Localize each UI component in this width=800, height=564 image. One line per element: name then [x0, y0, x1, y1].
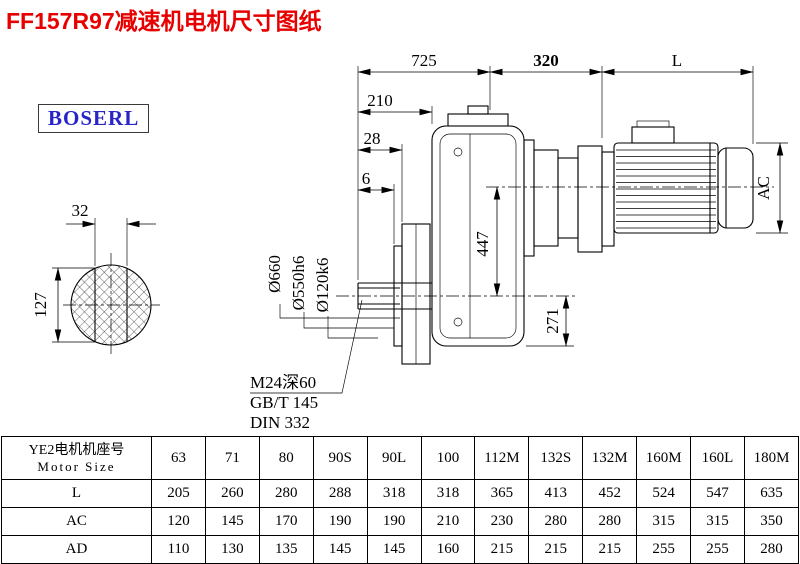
table-cell: 145	[366, 535, 422, 564]
size-header-cell: 132M	[582, 436, 638, 480]
dimension-annotations: 725 320 L 210 28 6 447 271 AC 32 127 Ø66…	[31, 51, 788, 347]
table-cell: 130	[204, 535, 260, 564]
table-cell: 120	[151, 507, 206, 536]
table-cell: 350	[743, 507, 800, 536]
table-cell: 280	[743, 535, 800, 564]
dim-6-label: 6	[362, 169, 371, 188]
row-label: AC	[1, 507, 152, 536]
dim-210-label: 210	[367, 91, 393, 110]
table-cell: 255	[690, 535, 745, 564]
table-cell: 160	[420, 535, 476, 564]
dim-320-label: 320	[533, 51, 559, 70]
dimension-drawing: 725 320 L 210 28 6 447 271 AC 32 127 Ø66…	[31, 51, 788, 432]
table-cell: 230	[474, 507, 530, 536]
table-cell: 315	[690, 507, 745, 536]
extension-lines	[52, 66, 788, 347]
terminal-box-lid	[636, 120, 670, 128]
diameter-leaders	[279, 304, 400, 339]
dim-flange-od-label: Ø660	[265, 255, 284, 293]
table-cell: 547	[690, 479, 745, 508]
table-cell: 110	[151, 535, 206, 564]
oil-plug-top	[453, 147, 463, 157]
table-cell: 145	[204, 507, 260, 536]
motor-size-header: YE2电机机座号 Motor Size	[1, 436, 152, 480]
size-header-cell: 80	[258, 436, 314, 480]
fan-cover	[717, 147, 754, 229]
table-cell: 288	[312, 479, 368, 508]
dim-AC-label: AC	[754, 176, 773, 200]
lifting-lug	[467, 105, 489, 115]
dim-28-label: 28	[364, 129, 381, 148]
header-en: Motor Size	[37, 458, 116, 474]
row-label: AD	[1, 535, 152, 564]
table-cell: 452	[582, 479, 638, 508]
table-cell: 315	[636, 507, 692, 536]
main-view	[336, 105, 774, 365]
table-cell: 190	[366, 507, 422, 536]
dim-bore-label: Ø120k6	[313, 258, 332, 313]
table-cell: 205	[151, 479, 206, 508]
oil-plug-bottom	[453, 317, 463, 327]
table-cell: 365	[474, 479, 530, 508]
motor-adapter	[523, 139, 615, 257]
table-cell: 145	[312, 535, 368, 564]
dim-spigot-label: Ø550h6	[289, 256, 308, 311]
table-cell: 318	[366, 479, 422, 508]
size-header-cell: 90L	[366, 436, 422, 480]
table-cell: 215	[582, 535, 638, 564]
size-header-cell: 71	[204, 436, 260, 480]
table-cell: 190	[312, 507, 368, 536]
table-cell: 280	[582, 507, 638, 536]
table-cell: 215	[528, 535, 584, 564]
table-cell: 215	[474, 535, 530, 564]
size-header-cell: 112M	[474, 436, 530, 480]
brand-logo: BOSERL	[38, 104, 150, 133]
table-cell: 170	[258, 507, 314, 536]
table-cell: 135	[258, 535, 314, 564]
terminal-box	[631, 126, 675, 144]
housing-inner	[439, 133, 517, 339]
page-title: FF157R97减速机电机尺寸图纸	[6, 8, 322, 34]
motor-fins	[616, 149, 716, 229]
table-row-AD: AD 110 130 135 145 145 160 215 215 215 2…	[1, 535, 800, 564]
dim-127-label: 127	[31, 292, 50, 318]
header-cn: YE2电机机座号	[28, 442, 125, 458]
note-leader	[250, 299, 363, 394]
size-header-cell: 100	[420, 436, 476, 480]
thread-notes: M24深60 GB/T 145 DIN 332	[250, 299, 363, 432]
motor-size-table: YE2电机机座号 Motor Size 63 71 80 90S 90L 100…	[1, 436, 800, 564]
table-header-row: YE2电机机座号 Motor Size 63 71 80 90S 90L 100…	[1, 436, 800, 480]
note-din-standard: DIN 332	[250, 413, 310, 432]
size-header-cell: 180M	[743, 436, 800, 480]
table-cell: 318	[420, 479, 476, 508]
size-header-cell: 160L	[690, 436, 745, 480]
table-cell: 635	[743, 479, 800, 508]
size-header-cell: 160M	[636, 436, 692, 480]
housing-cap	[447, 113, 509, 127]
note-gb-standard: GB/T 145	[250, 393, 318, 412]
table-cell: 255	[636, 535, 692, 564]
table-cell: 210	[420, 507, 476, 536]
table-cell: 524	[636, 479, 692, 508]
table-row-AC: AC 120 145 170 190 190 210 230 280 280 3…	[1, 507, 800, 536]
size-header-cell: 90S	[312, 436, 368, 480]
row-label: L	[1, 479, 152, 508]
size-header-cell: 132S	[528, 436, 584, 480]
dim-L-label: L	[672, 51, 682, 70]
table-cell: 280	[258, 479, 314, 508]
table-cell: 280	[528, 507, 584, 536]
dim-32-label: 32	[72, 201, 89, 220]
size-header-cell: 63	[151, 436, 206, 480]
table-row-L: L 205 260 280 288 318 318 365 413 452 52…	[1, 479, 800, 508]
shaft-section-view	[63, 253, 160, 357]
dim-725-label: 725	[411, 51, 437, 70]
dim-271-label: 271	[543, 308, 562, 334]
dim-447-label: 447	[473, 231, 492, 257]
note-thread: M24深60	[250, 373, 316, 392]
table-cell: 260	[204, 479, 260, 508]
table-cell: 413	[528, 479, 584, 508]
